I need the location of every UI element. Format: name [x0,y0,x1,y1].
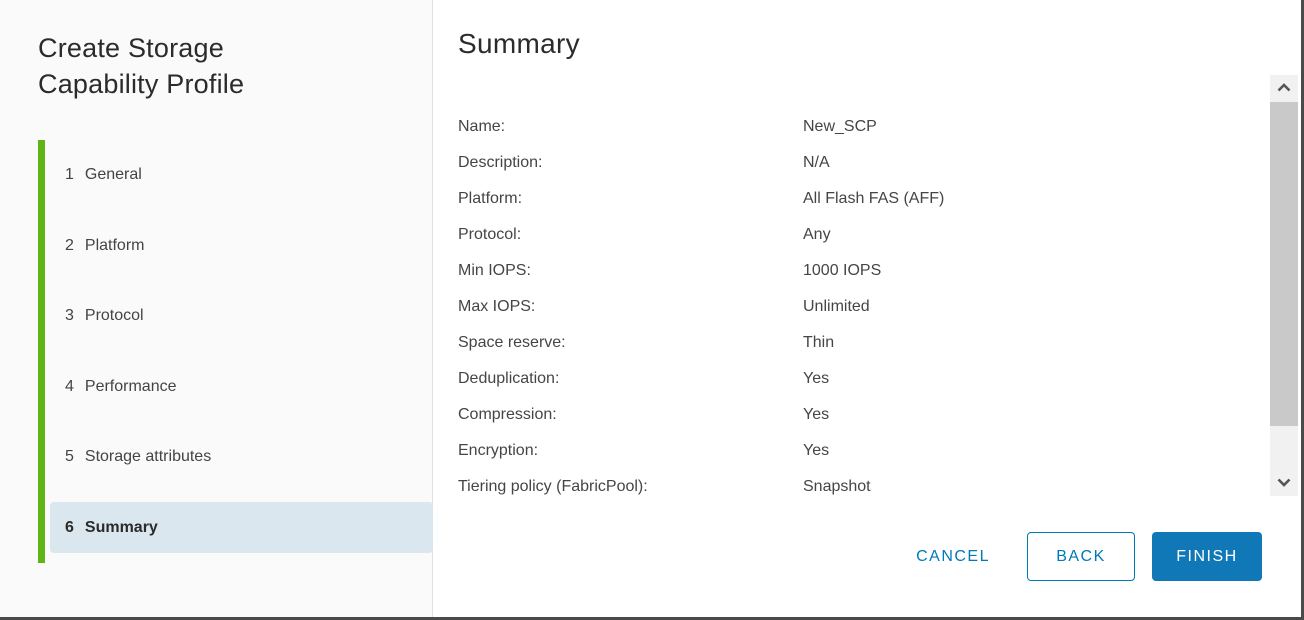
row-value: Snapshot [803,478,871,495]
step-number: 4 [65,377,74,395]
summary-row-description: Description: N/A [458,145,1270,181]
row-label: Encryption: [458,442,539,459]
cancel-button[interactable]: CANCEL [908,548,998,566]
step-label: Summary [84,518,158,536]
sidebar-item-performance[interactable]: 4 Performance [50,352,433,423]
summary-row-name: Name: New_SCP [458,109,1270,145]
step-label: Performance [84,377,177,395]
wizard-sidebar: Create Storage Capability Profile 1 Gene… [0,0,433,617]
wizard-title: Create Storage Capability Profile [38,33,245,99]
step-number: 5 [65,448,74,466]
summary-row-deduplication: Deduplication: Yes [458,361,1270,397]
sidebar-item-general[interactable]: 1 General [50,140,433,211]
page-title: Summary [458,28,580,59]
sidebar-item-protocol[interactable]: 3 Protocol [50,281,433,352]
row-value: Unlimited [803,298,870,315]
row-label: Name: [458,118,506,135]
step-number: 3 [65,307,74,325]
row-value: Yes [803,442,830,459]
wizard-step-list: 1 General 2 Platform 3 Protocol 4 [50,140,433,563]
row-label: Max IOPS: [458,298,536,315]
row-label: Space reserve: [458,334,566,351]
row-label: Deduplication: [458,370,560,387]
scroll-down-button[interactable] [1270,470,1298,496]
summary-row-min-iops: Min IOPS: 1000 IOPS [458,253,1270,289]
row-value: Thin [803,334,835,351]
summary-row-max-iops: Max IOPS: Unlimited [458,289,1270,325]
row-value: New_SCP [803,118,877,135]
row-label: Compression: [458,406,557,423]
summary-row-compression: Compression: Yes [458,397,1270,433]
summary-row-space-reserve: Space reserve: Thin [458,325,1270,361]
row-label: Platform: [458,190,523,207]
summary-row-tiering-policy: Tiering policy (FabricPool): Snapshot [458,469,1270,497]
sidebar-item-storage-attributes[interactable]: 5 Storage attributes [50,422,433,493]
back-button[interactable]: BACK [1027,532,1135,581]
step-label: General [84,166,142,184]
chevron-down-icon [1277,474,1291,492]
summary-row-encryption: Encryption: Yes [458,433,1270,469]
vertical-scrollbar[interactable] [1270,75,1298,496]
summary-scroll-area: Name: New_SCP Description: N/A Platform:… [434,75,1270,497]
step-number: 1 [65,166,74,184]
step-progress-bar [38,140,45,563]
row-value: 1000 IOPS [803,262,882,279]
sidebar-item-summary[interactable]: 6 Summary [50,493,433,564]
row-value: N/A [803,154,830,171]
wizard-footer: CANCEL BACK FINISH [908,532,1262,581]
summary-row-platform: Platform: All Flash FAS (AFF) [458,181,1270,217]
row-label: Protocol: [458,226,522,243]
row-value: Any [803,226,831,243]
step-label: Platform [84,236,145,254]
sidebar-item-platform[interactable]: 2 Platform [50,211,433,282]
summary-row-protocol: Protocol: Any [458,217,1270,253]
chevron-up-icon [1277,79,1291,97]
scrollbar-thumb[interactable] [1270,102,1298,426]
step-number: 2 [65,236,74,254]
scroll-up-button[interactable] [1270,75,1298,101]
row-value: All Flash FAS (AFF) [803,190,945,207]
step-number: 6 [65,518,74,536]
step-label: Protocol [84,307,144,325]
row-label: Description: [458,154,543,171]
summary-rows: Name: New_SCP Description: N/A Platform:… [434,75,1270,497]
row-label: Min IOPS: [458,262,531,279]
row-value: Yes [803,406,830,423]
row-value: Yes [803,370,830,387]
step-label: Storage attributes [84,448,212,466]
finish-button[interactable]: FINISH [1152,532,1262,581]
row-label: Tiering policy (FabricPool): [458,478,648,495]
